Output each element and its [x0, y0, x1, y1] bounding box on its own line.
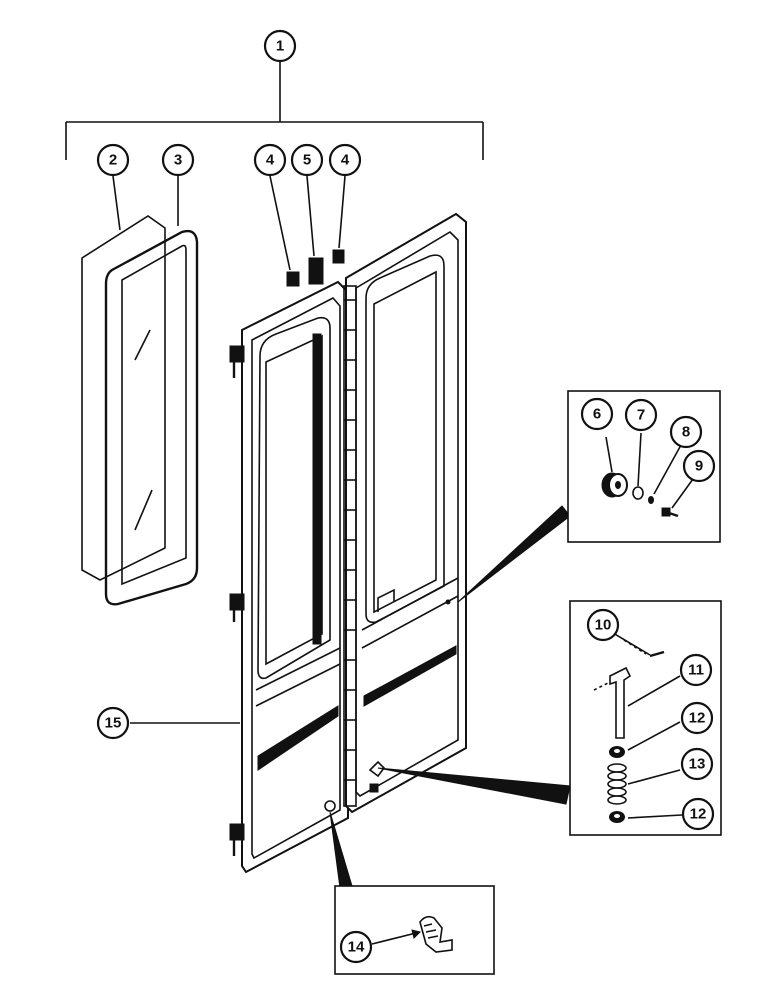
svg-text:4: 4 [341, 152, 350, 169]
callout-4-right: 4 [328, 143, 362, 177]
bumper-right [332, 249, 345, 264]
svg-text:12: 12 [689, 710, 706, 727]
top-leaders [112, 175, 346, 271]
svg-text:1: 1 [276, 38, 284, 55]
glass-pane [81, 215, 166, 581]
callout-13: 13 [680, 747, 714, 781]
callout-2: 2 [96, 143, 130, 177]
cotter-pin [649, 650, 665, 658]
weather-strip [308, 257, 324, 285]
leader-roller-detail [457, 505, 571, 603]
roller-wheel [601, 472, 628, 498]
washer [632, 486, 644, 500]
callout-5: 5 [290, 143, 324, 177]
svg-text:4: 4 [266, 152, 275, 169]
svg-text:3: 3 [174, 152, 182, 169]
callout-7: 7 [624, 398, 658, 432]
svg-text:14: 14 [348, 939, 365, 956]
spring [607, 763, 627, 805]
svg-text:11: 11 [688, 662, 704, 679]
assembly-bracket [65, 62, 484, 160]
callout-3: 3 [161, 143, 195, 177]
svg-text:13: 13 [689, 756, 706, 773]
leader-latch-detail [377, 767, 571, 805]
callout-12-bottom: 12 [681, 797, 715, 831]
callout-12-top: 12 [680, 701, 714, 735]
latch-rod [593, 666, 632, 739]
callout-6: 6 [580, 397, 614, 431]
lock-washer [648, 496, 654, 504]
callout-8: 8 [669, 415, 703, 449]
callout-1: 1 [263, 29, 297, 63]
svg-text:8: 8 [682, 424, 690, 441]
hinge-knuckles [344, 299, 356, 781]
svg-text:9: 9 [695, 458, 703, 475]
bolt [661, 507, 679, 518]
callout-11: 11 [679, 653, 713, 687]
svg-text:7: 7 [637, 407, 645, 424]
svg-text:5: 5 [303, 152, 311, 169]
svg-text:15: 15 [105, 715, 122, 732]
callout-10: 10 [586, 608, 620, 642]
callout-4-left: 4 [253, 143, 287, 177]
svg-text:12: 12 [690, 806, 707, 823]
svg-text:10: 10 [595, 617, 612, 634]
callout-9: 9 [682, 449, 716, 483]
right-door [343, 212, 467, 814]
left-door [229, 280, 349, 874]
callout-15: 15 [96, 706, 130, 740]
door-catch [419, 915, 453, 953]
svg-text:2: 2 [109, 152, 117, 169]
callout-14: 14 [339, 930, 373, 964]
window-seal [104, 229, 199, 606]
leader-catch-detail [329, 811, 353, 889]
bumper-left [286, 271, 300, 287]
svg-text:6: 6 [593, 406, 601, 423]
